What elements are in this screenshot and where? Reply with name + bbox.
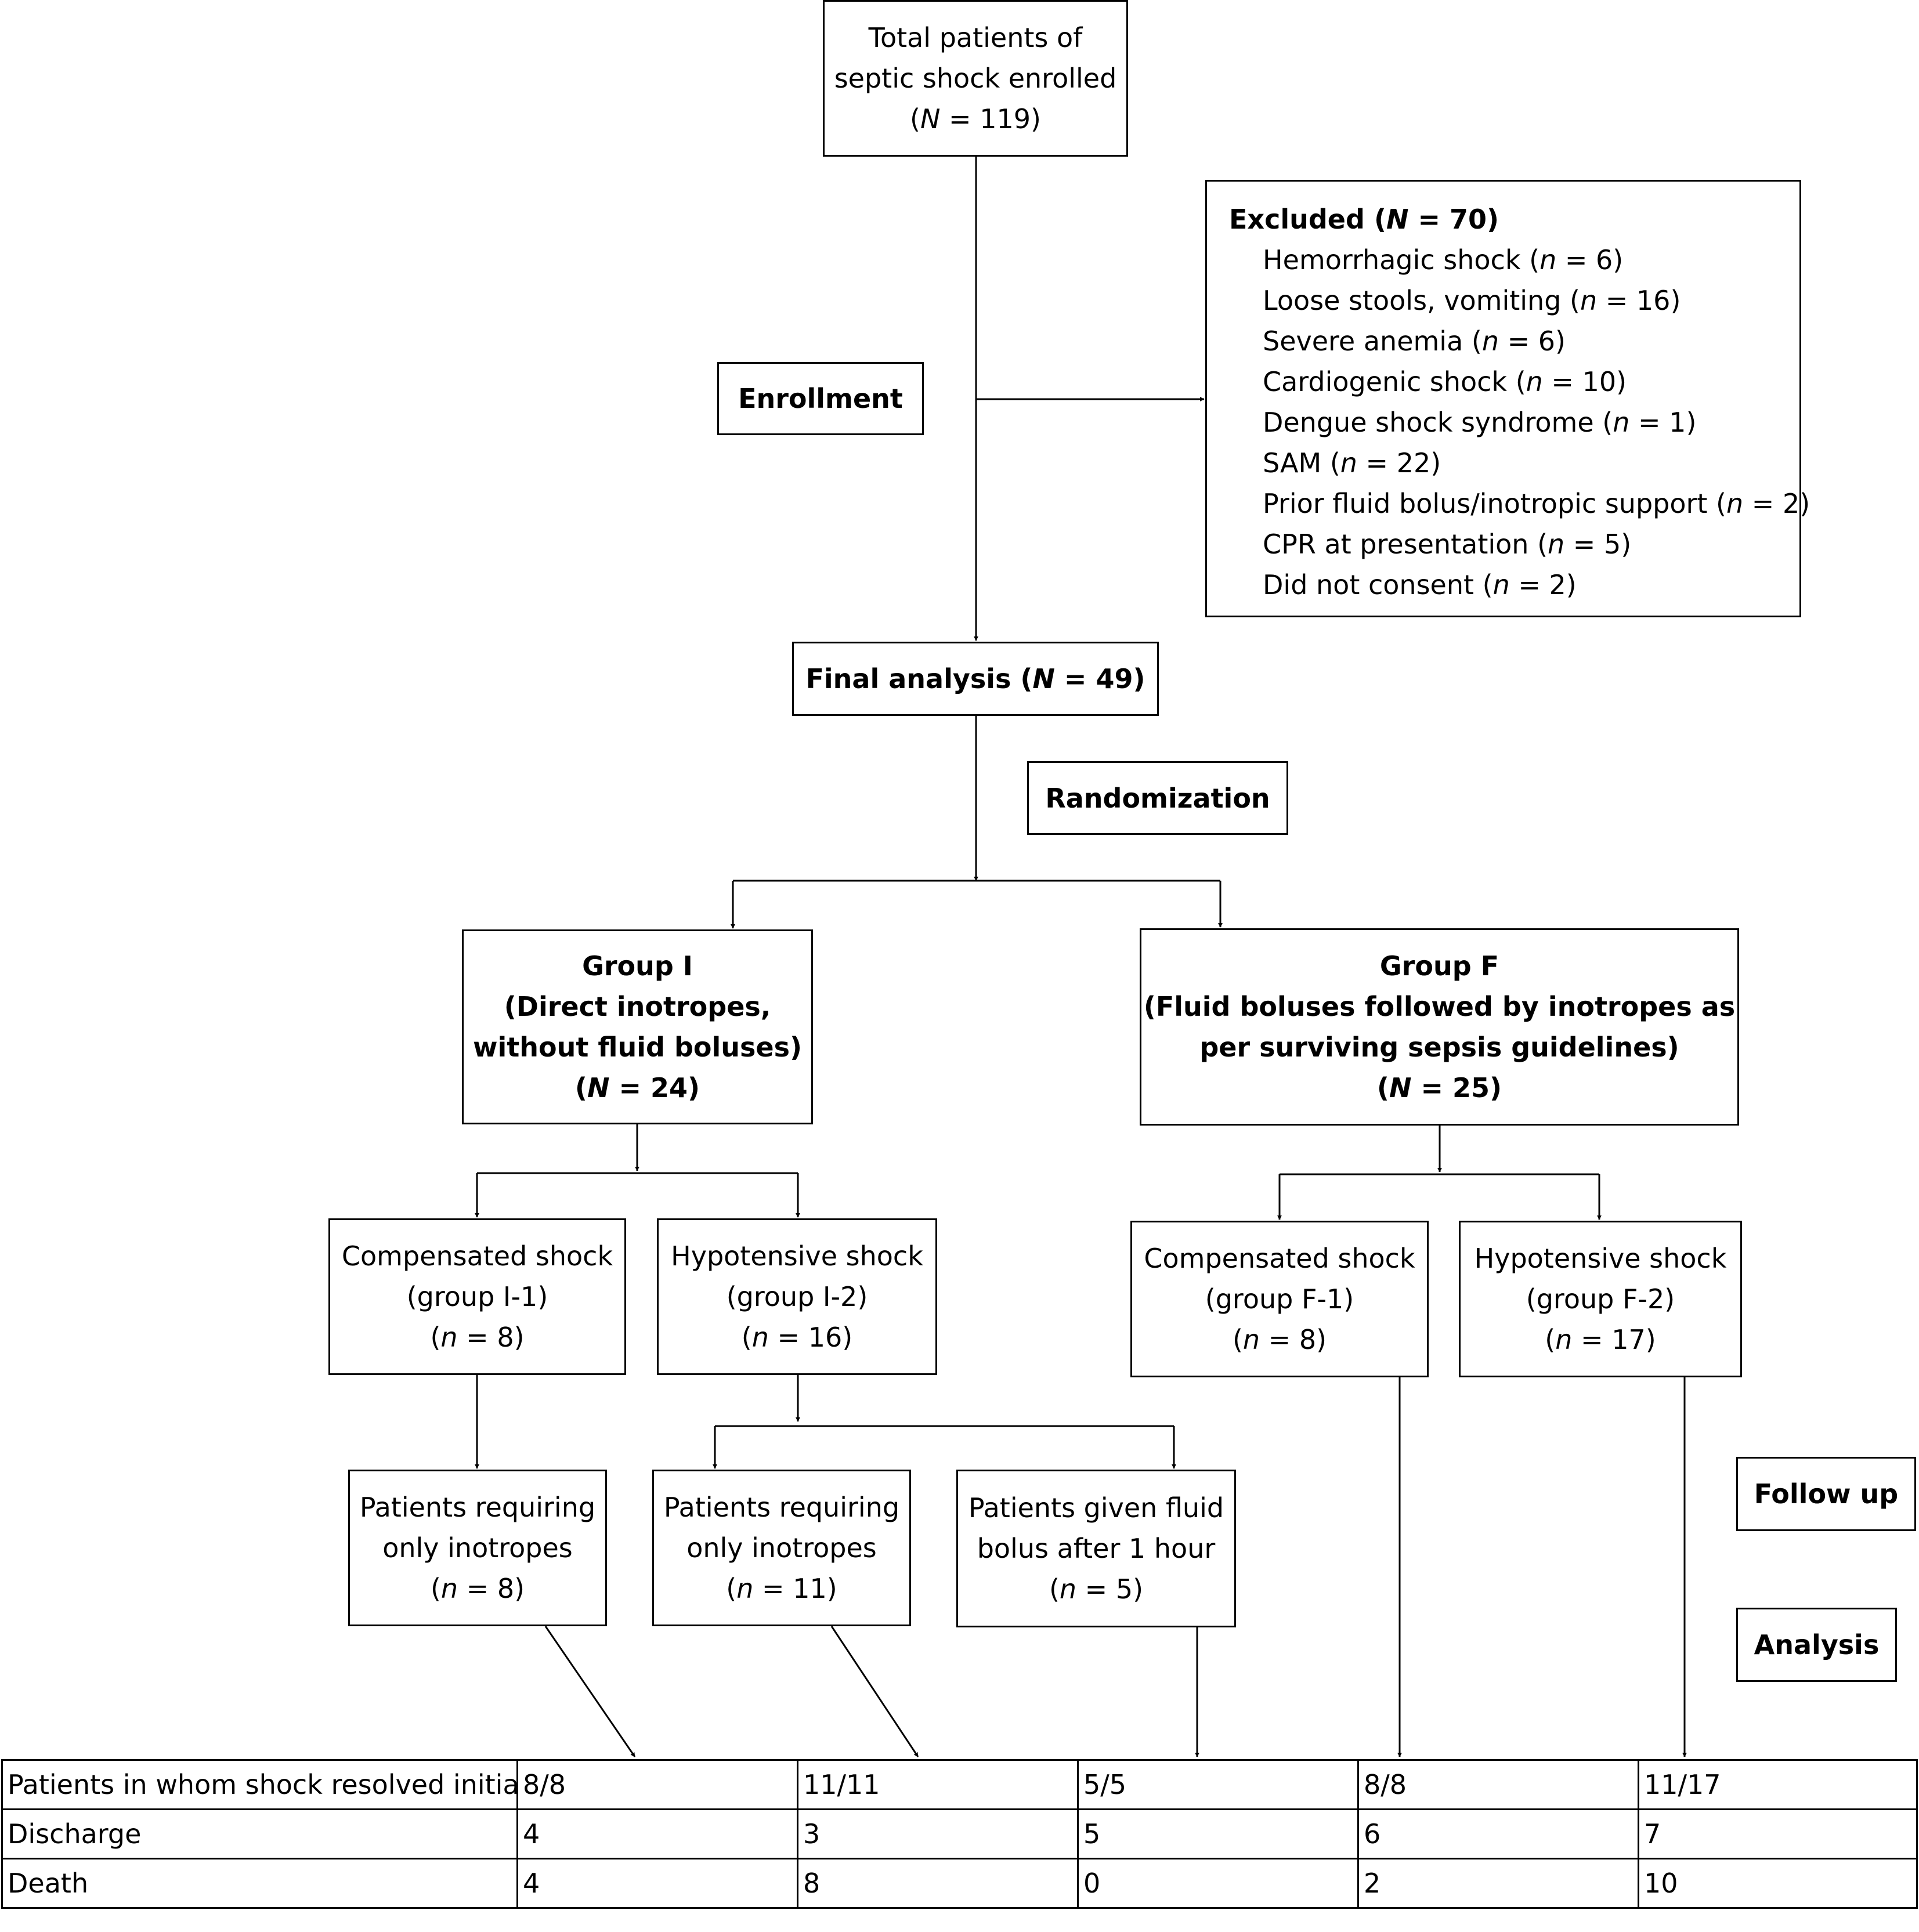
- subgroup-i2-box: Hypotensive shock (group I-2) (n = 16): [657, 1218, 937, 1375]
- table-cell: 8/8: [516, 1759, 798, 1810]
- group-f-count: (N = 25): [1376, 1072, 1502, 1104]
- subgroup-f1-count: (n = 8): [1232, 1324, 1327, 1355]
- table-cell: 0: [1077, 1858, 1359, 1909]
- row-label: Death: [1, 1858, 518, 1909]
- group-f-line3: per surviving sepsis guidelines): [1199, 1032, 1679, 1063]
- table-cell: 4: [516, 1808, 798, 1859]
- subgroup-f2-box: Hypotensive shock (group F-2) (n = 17): [1459, 1221, 1742, 1377]
- table-cell: 11/17: [1638, 1759, 1918, 1810]
- table-cell: 5/5: [1077, 1759, 1359, 1810]
- table-cell: 6: [1357, 1808, 1639, 1859]
- excluded-reason-item: Prior fluid bolus/inotropic support (n =…: [1263, 488, 1810, 519]
- table-cell: 5: [1077, 1808, 1359, 1859]
- group-f-line2: (Fluid boluses followed by inotropes as: [1143, 991, 1736, 1022]
- subgroup-f2-line2: (group F-2): [1526, 1283, 1675, 1315]
- excluded-reason-item: CPR at presentation (n = 5): [1263, 529, 1632, 560]
- excluded-reason-item: Severe anemia (n = 6): [1263, 325, 1566, 357]
- subgroup-f1-line2: (group F-1): [1205, 1283, 1354, 1315]
- final-analysis-label: Final analysis (N = 49): [805, 663, 1145, 694]
- excluded-reason-item: Loose stools, vomiting (n = 16): [1263, 285, 1681, 316]
- group-i-count: (N = 24): [574, 1072, 700, 1104]
- table-cell: 2: [1357, 1858, 1639, 1909]
- excluded-box: Excluded (N = 70) Hemorrhagic shock (n =…: [1205, 180, 1810, 617]
- excluded-title: Excluded (N = 70): [1229, 204, 1499, 235]
- results-table: Patients in whom shock resolved initiall…: [1, 1759, 1918, 1909]
- connector-i1-to-table: [544, 1626, 636, 1757]
- excluded-reason-item: Cardiogenic shock (n = 10): [1263, 366, 1627, 397]
- excluded-reason-item: Did not consent (n = 2): [1263, 569, 1577, 600]
- subgroup-i2-count: (n = 16): [741, 1322, 853, 1353]
- row-label: Discharge: [1, 1808, 518, 1859]
- table-cell: 4: [516, 1858, 798, 1909]
- subgroup-f1-line1: Compensated shock: [1144, 1243, 1415, 1274]
- table-cell: 10: [1638, 1858, 1918, 1909]
- table-cell: 8/8: [1357, 1759, 1639, 1810]
- followup-i2-inotropes-box: Patients requiring only inotropes (n = 1…: [652, 1470, 911, 1626]
- subgroup-f2-count: (n = 17): [1545, 1324, 1656, 1355]
- group-f-box: Group F (Fluid boluses followed by inotr…: [1140, 928, 1739, 1126]
- followup-i2-fluid-box: Patients given fluid bolus after 1 hour …: [956, 1470, 1236, 1627]
- total-enrolled-line1: Total patients of: [868, 22, 1083, 53]
- followup-i2-inotropes-line1: Patients requiring: [663, 1492, 900, 1523]
- stage-enrollment: Enrollment: [717, 362, 924, 435]
- total-enrolled-box: Total patients of septic shock enrolled …: [823, 0, 1128, 157]
- group-i-title: Group I: [582, 950, 693, 982]
- followup-i1-count: (n = 8): [430, 1573, 525, 1604]
- stage-analysis: Analysis: [1736, 1608, 1897, 1682]
- subgroup-i1-count: (n = 8): [430, 1322, 525, 1353]
- table-cell: 7: [1638, 1808, 1918, 1859]
- subgroup-i1-line2: (group I-1): [406, 1281, 548, 1312]
- group-i-line3: without fluid boluses): [473, 1032, 802, 1063]
- table-cell: 11/11: [797, 1759, 1079, 1810]
- subgroup-f1-box: Compensated shock (group F-1) (n = 8): [1130, 1221, 1429, 1377]
- excluded-reason-item: Hemorrhagic shock (n = 6): [1263, 244, 1624, 276]
- followup-i2-fluid-line2: bolus after 1 hour: [977, 1533, 1216, 1564]
- connector-i2-inotropes-to-table: [830, 1626, 919, 1757]
- table-cell: 8: [797, 1858, 1079, 1909]
- table-row: Patients in whom shock resolved initiall…: [1, 1759, 1918, 1810]
- final-analysis-box: Final analysis (N = 49): [792, 642, 1159, 716]
- subgroup-i1-line1: Compensated shock: [341, 1240, 613, 1272]
- followup-i2-inotropes-line2: only inotropes: [686, 1532, 877, 1564]
- total-enrolled-count: (N = 119): [910, 103, 1041, 135]
- followup-i2-inotropes-count: (n = 11): [726, 1573, 837, 1604]
- followup-i1-box: Patients requiring only inotropes (n = 8…: [348, 1470, 607, 1626]
- excluded-reason-item: Dengue shock syndrome (n = 1): [1263, 407, 1697, 438]
- followup-i2-fluid-count: (n = 5): [1049, 1573, 1144, 1605]
- table-cell: 3: [797, 1808, 1079, 1859]
- row-label: Patients in whom shock resolved initiall…: [1, 1759, 518, 1810]
- subgroup-i2-line1: Hypotensive shock: [671, 1240, 923, 1272]
- stage-follow-up: Follow up: [1736, 1457, 1916, 1531]
- total-enrolled-line2: septic shock enrolled: [834, 63, 1117, 94]
- group-f-title: Group F: [1379, 950, 1499, 982]
- subgroup-i1-box: Compensated shock (group I-1) (n = 8): [328, 1218, 626, 1375]
- excluded-reason-item: SAM (n = 22): [1263, 447, 1441, 479]
- group-i-box: Group I (Direct inotropes, without fluid…: [462, 929, 813, 1124]
- followup-i1-line1: Patients requiring: [359, 1492, 596, 1523]
- followup-i1-line2: only inotropes: [382, 1532, 573, 1564]
- group-i-line2: (Direct inotropes,: [504, 991, 771, 1022]
- stage-randomization: Randomization: [1027, 761, 1288, 835]
- subgroup-i2-line2: (group I-2): [726, 1281, 868, 1312]
- subgroup-f2-line1: Hypotensive shock: [1474, 1243, 1727, 1274]
- followup-i2-fluid-line1: Patients given fluid: [968, 1492, 1224, 1524]
- excluded-reasons-list: Hemorrhagic shock (n = 6) Loose stools, v…: [1229, 240, 1810, 605]
